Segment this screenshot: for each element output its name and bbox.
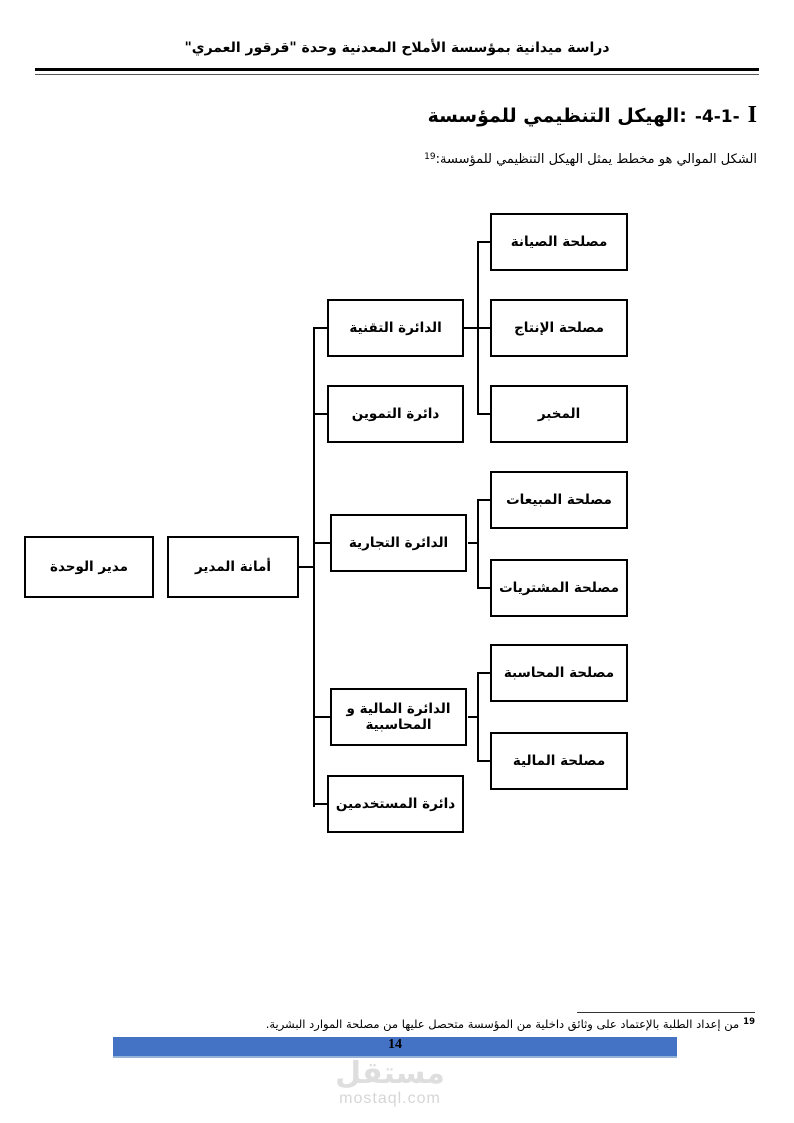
connector-line — [477, 672, 479, 762]
org-box-laboratory: المخبر — [490, 385, 628, 443]
footnote-text: من إعداد الطلبة بالإعتماد على وثائق داخل… — [265, 1017, 740, 1031]
org-box-unit-director: مدير الوحدة — [24, 536, 154, 598]
watermark-logo: مستقل — [335, 1056, 445, 1091]
connector-line — [313, 542, 332, 544]
org-box-personnel-dept: دائرة المستخدمين — [327, 775, 464, 833]
connector-line — [468, 542, 479, 544]
connector-line — [313, 327, 315, 807]
connector-line — [313, 803, 329, 805]
org-box-commercial-dept: الدائرة التجارية — [330, 514, 467, 572]
connector-line — [477, 587, 490, 589]
connector-line — [477, 241, 490, 243]
org-box-supply-dept: دائرة التموين — [327, 385, 464, 443]
watermark: مستقل mostaql.com — [290, 1058, 490, 1108]
connector-line — [477, 672, 490, 674]
org-box-accounting-service: مصلحة المحاسبة — [490, 644, 628, 702]
org-box-production-service: مصلحة الإنتاج — [490, 299, 628, 357]
page-number: 14 — [388, 1037, 402, 1052]
connector-line — [313, 716, 332, 718]
connector-line — [477, 499, 490, 501]
footer-bar: 14 — [113, 1037, 677, 1058]
connector-line — [477, 241, 479, 415]
page-header-title: دراسة ميدانية بمؤسسة الأملاح المعدنية وح… — [184, 40, 610, 56]
connector-line — [468, 716, 479, 718]
header-rule-thin — [35, 74, 759, 75]
section-title: I -4-1- الهيكل التنظيمي للمؤسسة: — [428, 102, 757, 129]
figure-caption-text: الشكل الموالي هو مخطط يمثل الهيكل التنظي… — [435, 152, 757, 167]
connector-line — [477, 760, 490, 762]
figure-caption: الشكل الموالي هو مخطط يمثل الهيكل التنظي… — [424, 152, 757, 167]
footnote-number: 19 — [743, 1017, 755, 1027]
section-title-text: الهيكل التنظيمي للمؤسسة: — [427, 105, 687, 127]
org-box-maintenance-service: مصلحة الصيانة — [490, 213, 628, 271]
org-box-director-secretariat: أمانة المدير — [167, 536, 299, 598]
footnote-reference: 19 — [424, 152, 436, 162]
org-box-finance-service: مصلحة المالية — [490, 732, 628, 790]
connector-line — [477, 413, 490, 415]
section-roman-numeral: I — [747, 102, 757, 128]
org-box-sales-service: مصلحة المبيعات — [490, 471, 628, 529]
org-box-finance-accounting-dept: الدائرة المالية و المحاسبية — [330, 688, 467, 746]
connector-line — [313, 327, 327, 329]
connector-line — [299, 566, 313, 568]
connector-line — [477, 499, 479, 589]
section-number: -4-1- — [694, 107, 740, 127]
connector-line — [313, 413, 329, 415]
header-rule-thick — [35, 68, 759, 71]
footnote: 19 من إعداد الطلبة بالإعتماد على وثائق د… — [266, 1017, 755, 1031]
org-box-purchasing-service: مصلحة المشتريات — [490, 559, 628, 617]
connector-line — [463, 327, 490, 329]
watermark-domain: mostaql.com — [339, 1089, 441, 1107]
org-box-technical-dept: الدائرة التقنية — [327, 299, 464, 357]
footnote-separator — [577, 1012, 755, 1013]
